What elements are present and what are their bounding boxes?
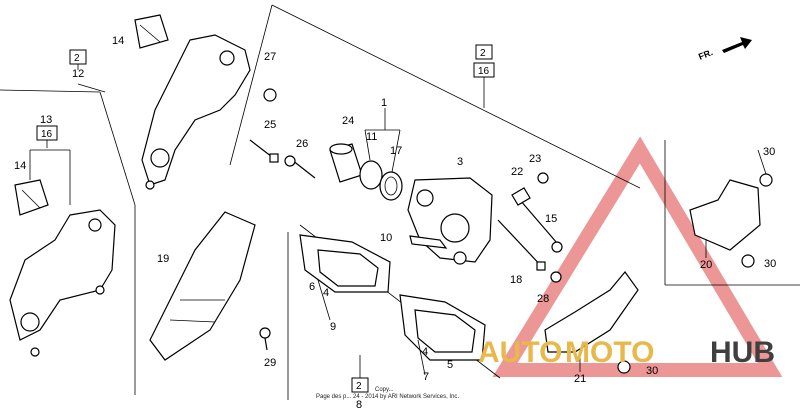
callout-24: 24 <box>342 115 354 127</box>
svg-text:2: 2 <box>480 48 486 59</box>
callout-8: 8 <box>356 399 362 411</box>
watermark-triangle <box>492 136 783 377</box>
callout-28: 28 <box>537 293 549 305</box>
brake-guard <box>149 211 256 361</box>
frame-lines <box>0 4 800 400</box>
svg-text:2: 2 <box>356 381 362 392</box>
callout-box-16-top: 16 <box>473 62 495 78</box>
watermark-text: AUTO MOTO HUB <box>478 336 775 369</box>
caliper-bracket-left <box>9 179 116 357</box>
callout-30-bottom: 30 <box>646 365 658 377</box>
callout-9: 9 <box>330 321 336 333</box>
svg-text:HUB: HUB <box>710 336 775 369</box>
callout-12: 12 <box>72 68 84 80</box>
callout-15: 15 <box>545 213 557 225</box>
fr-label: FR. <box>697 47 714 62</box>
brake-pads <box>299 234 486 361</box>
callout-1: 1 <box>381 97 387 109</box>
callout-11: 11 <box>366 131 377 143</box>
svg-text:Copy...: Copy... <box>375 387 394 393</box>
callout-30-mid: 30 <box>764 258 776 270</box>
fasteners <box>249 88 773 374</box>
piston-and-seals <box>329 143 403 201</box>
callout-17: 17 <box>390 145 402 157</box>
callout-22: 22 <box>511 166 523 178</box>
callout-5: 5 <box>447 359 453 371</box>
callout-30-top: 30 <box>763 146 775 158</box>
callout-box-2-top-left: 2 <box>69 49 87 65</box>
svg-text:AUTO: AUTO <box>478 336 562 369</box>
pad-shield <box>544 179 761 353</box>
callout-7: 7 <box>423 371 429 383</box>
callout-18: 18 <box>510 274 522 286</box>
callout-23: 23 <box>529 153 541 165</box>
callout-26: 26 <box>296 138 308 150</box>
callout-20: 20 <box>700 259 712 271</box>
callout-labels: 12 14 13 14 19 27 25 26 24 1 11 17 3 23 … <box>14 35 776 411</box>
callout-10: 10 <box>380 232 392 244</box>
leader-lines <box>29 64 767 378</box>
svg-text:16: 16 <box>41 129 53 140</box>
svg-text:2: 2 <box>74 53 80 64</box>
callout-4-upper: 4 <box>323 287 329 299</box>
callout-25: 25 <box>264 119 276 131</box>
copyright: Copy... Page des p... 24 - 2014 by ARI N… <box>316 387 459 400</box>
callout-21: 21 <box>574 373 586 385</box>
callout-3: 3 <box>457 156 463 168</box>
caliper-bracket-upper <box>134 14 251 190</box>
callout-box-2-bottom: 2 <box>351 377 369 393</box>
svg-text:MOTO: MOTO <box>565 336 654 369</box>
arrow-icon <box>722 37 752 53</box>
svg-text:Page des p... 24 - 2014 by ARI: Page des p... 24 - 2014 by ARI Network S… <box>316 394 459 400</box>
callout-27: 27 <box>264 51 276 63</box>
callout-19: 19 <box>157 253 169 265</box>
svg-text:16: 16 <box>478 66 490 77</box>
callout-box-16-left: 16 <box>36 125 58 141</box>
caliper-body <box>407 177 493 265</box>
front-direction-indicator: FR. <box>697 37 752 62</box>
callout-29: 29 <box>264 357 276 369</box>
callout-14-upper: 14 <box>112 35 124 47</box>
callout-13: 13 <box>40 114 52 126</box>
callout-6: 6 <box>309 281 315 293</box>
callout-14-lower: 14 <box>14 160 26 172</box>
callout-box-2-top: 2 <box>475 44 493 60</box>
callout-4-lower: 4 <box>422 346 428 358</box>
